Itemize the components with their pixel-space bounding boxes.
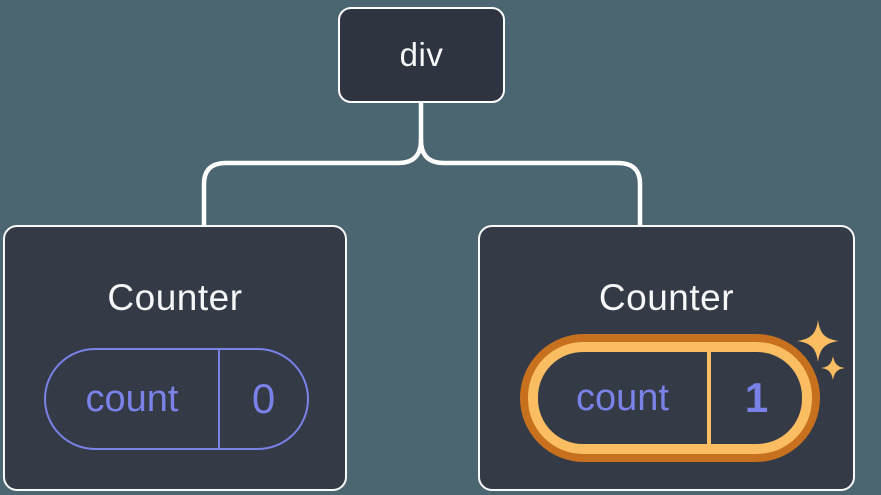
tree-node-div-label: div [399,36,444,73]
counter-card-right: Counter count 1 [478,225,855,491]
state-pill-divider [218,350,220,448]
counter-title: Counter [598,277,735,318]
state-value-label: 0 [251,375,276,422]
counter-title: Counter [107,277,243,318]
state-pill-divider [707,352,711,444]
state-key-label: count [85,377,179,420]
state-value-label: 1 [744,374,769,421]
tree-node-div: div [338,7,505,103]
state-pill-highlight-ring: count 1 [520,334,820,462]
state-pill: count 0 [44,348,309,450]
state-pill-highlighted: count 1 [528,342,812,454]
state-key-label: count [576,376,669,419]
counter-card-left: Counter count 0 [3,225,347,491]
